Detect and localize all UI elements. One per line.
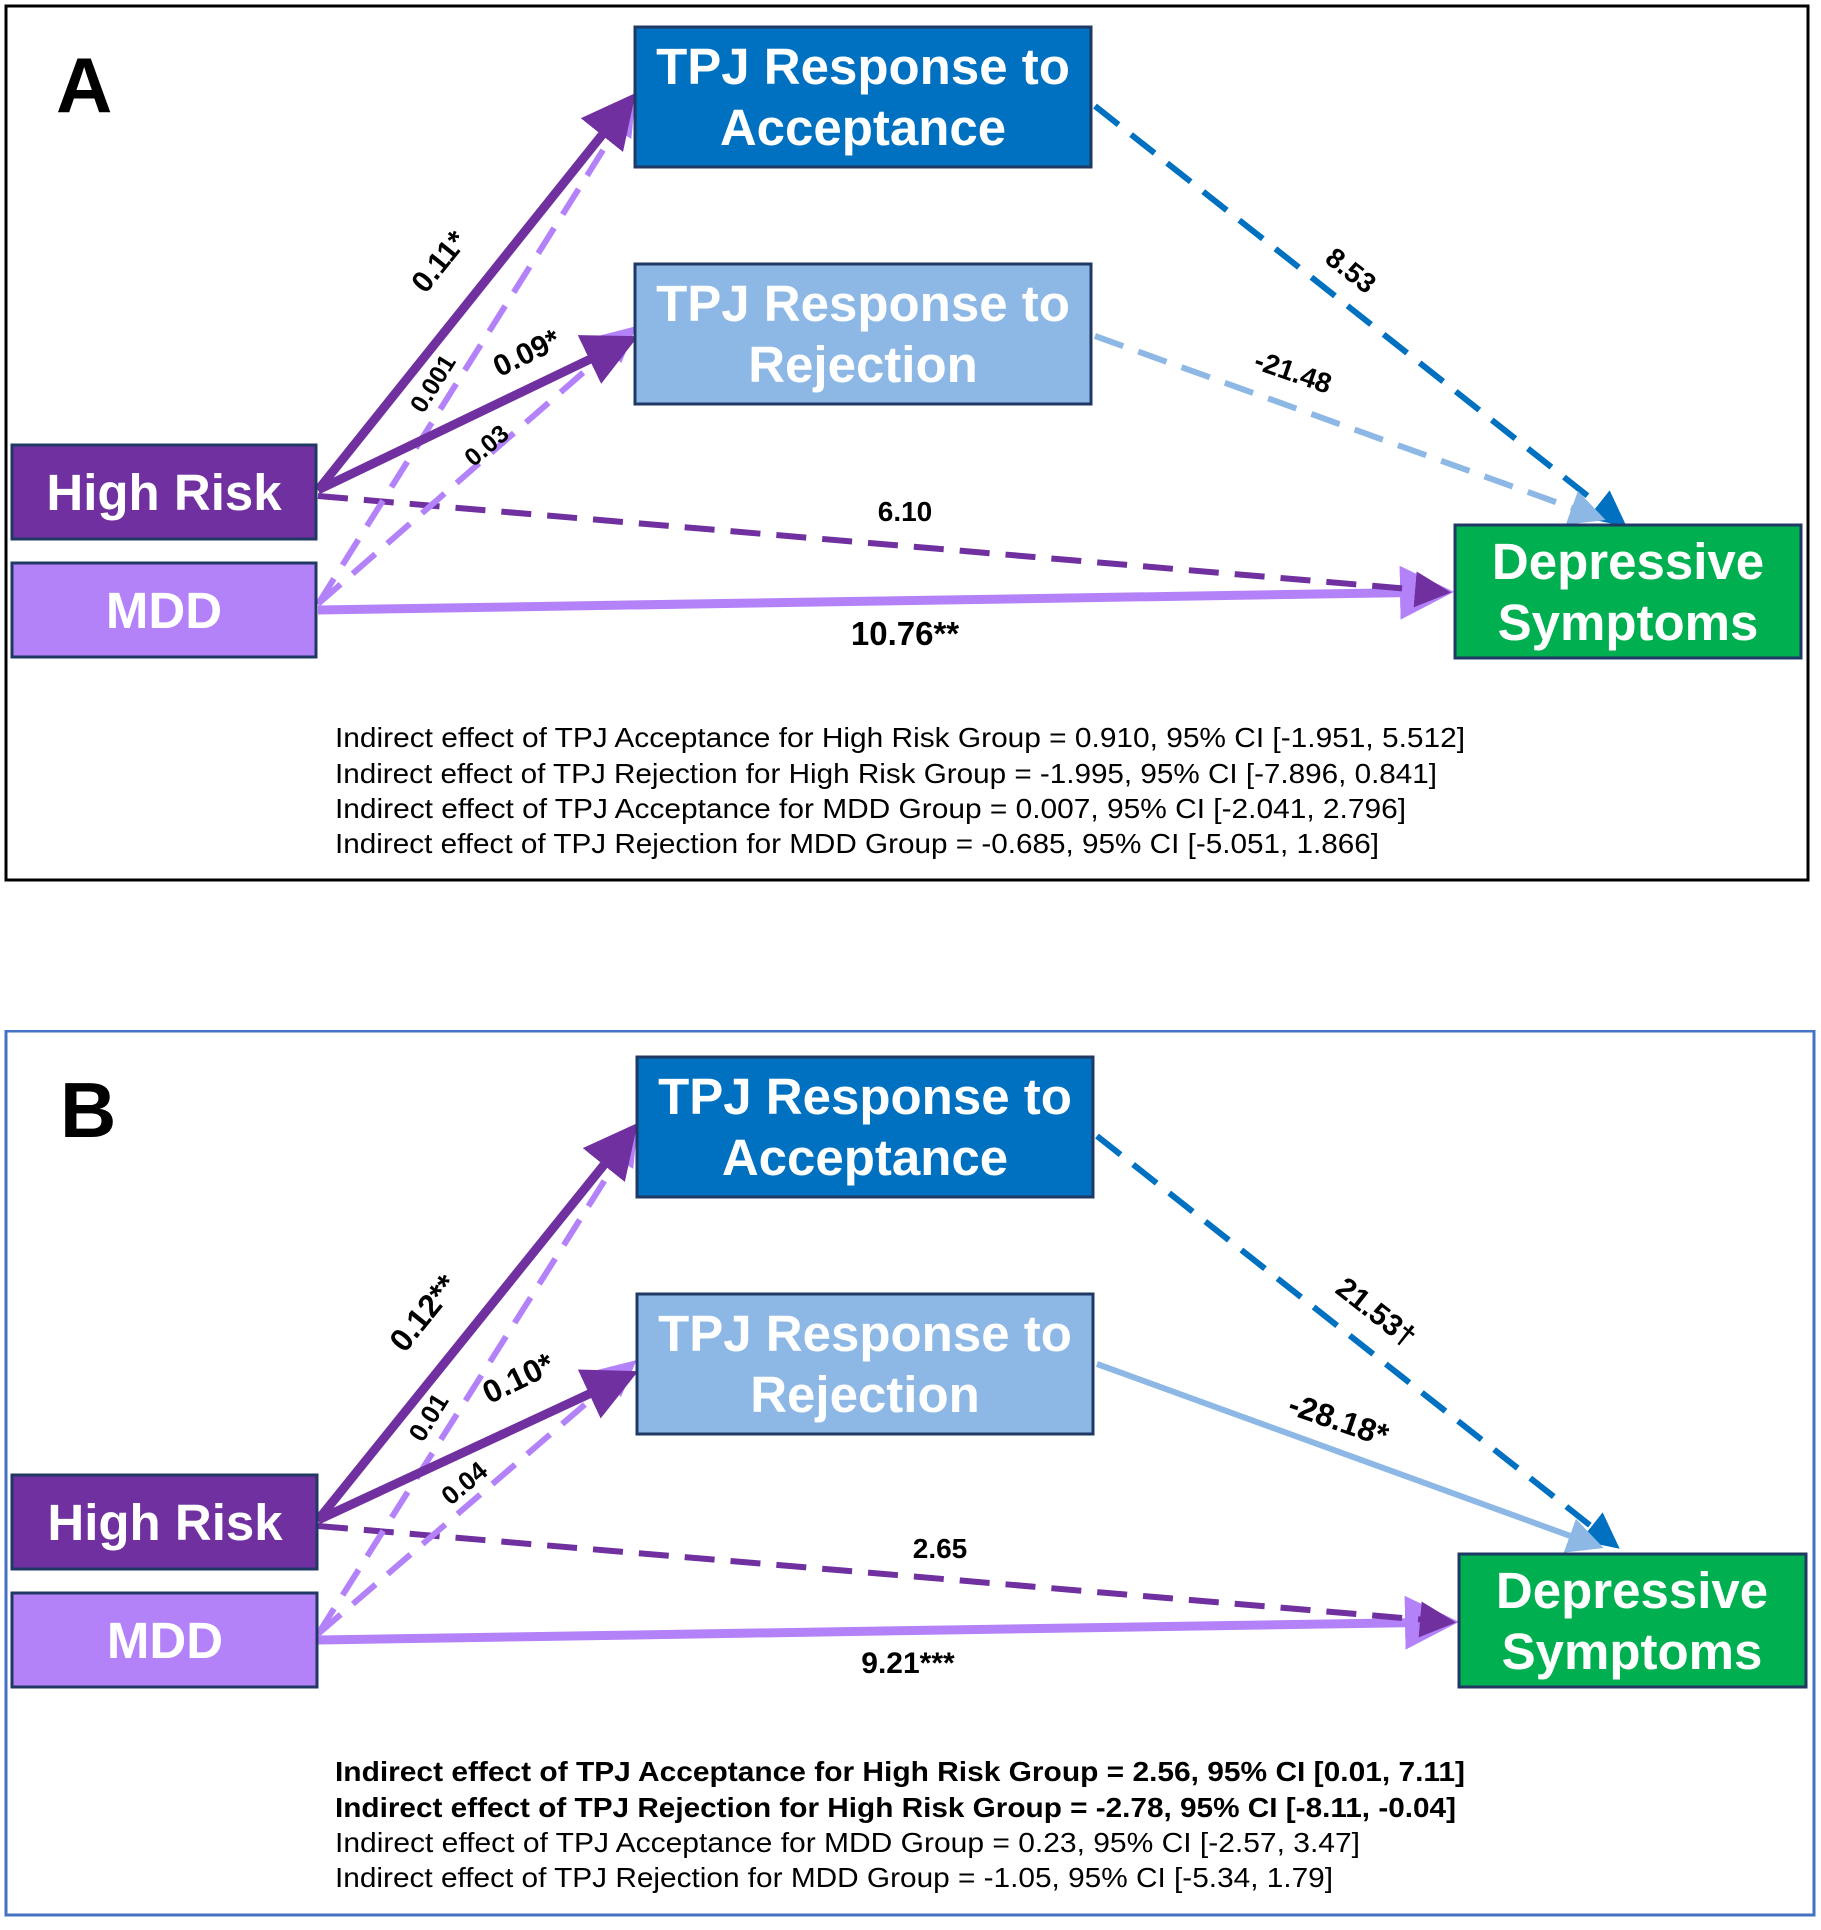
node-mdd: MDD [10, 1591, 319, 1689]
path-acceptance-to-depressive [1093, 103, 1627, 527]
label-mdd-to-depressive: 9.21*** [861, 1647, 955, 1680]
svg-text:Depressive: Depressive [1492, 533, 1764, 590]
panel-a-frame [4, 4, 1810, 882]
label-highrisk-to-depressive: 6.10 [878, 496, 933, 527]
svg-text:Acceptance: Acceptance [722, 1129, 1008, 1186]
svg-text:MDD: MDD [106, 582, 222, 639]
label-rejection-to-depressive: -28.18* [1284, 1386, 1394, 1454]
svg-text:Rejection: Rejection [750, 1366, 980, 1423]
panel-letter: B [60, 1066, 116, 1154]
svg-text:TPJ Response to: TPJ Response to [656, 38, 1070, 95]
path-mdd-to-acceptance [315, 98, 636, 606]
indirect-effect-line: Indirect effect of TPJ Acceptance for Hi… [335, 722, 1465, 753]
svg-text:TPJ Response to: TPJ Response to [658, 1305, 1072, 1362]
node-tpj-acceptance: TPJ Response to Acceptance [635, 1055, 1095, 1199]
path-highrisk-to-depressive [317, 493, 1451, 608]
label-mdd-to-rejection: 0.03 [459, 420, 514, 473]
path-mdd-to-depressive [317, 565, 1454, 620]
label-highrisk-to-acceptance: 0.12** [382, 1267, 465, 1358]
panel-b: 0.12** 0.01 0.10* 0.04 21.53† -28.18* 2.… [0, 1030, 1821, 1930]
svg-text:Rejection: Rejection [748, 336, 978, 393]
indirect-effect-line: Indirect effect of TPJ Acceptance for Hi… [335, 1756, 1465, 1787]
panel-a: 0.11* 0.001 0.09* 0.03 8.53 -21.48 6.10 … [0, 0, 1821, 900]
panel-letter: A [56, 41, 112, 129]
path-mdd-to-depressive [317, 1595, 1459, 1650]
svg-text:Acceptance: Acceptance [720, 99, 1006, 156]
indirect-effect-line: Indirect effect of TPJ Rejection for Hig… [335, 758, 1437, 789]
label-highrisk-to-acceptance: 0.11* [405, 225, 474, 299]
indirect-effect-line: Indirect effect of TPJ Rejection for MDD… [335, 1862, 1333, 1893]
node-mdd: MDD [10, 561, 318, 659]
path-highrisk-to-acceptance [314, 1122, 638, 1523]
svg-text:TPJ Response to: TPJ Response to [656, 275, 1070, 332]
label-mdd-to-depressive: 10.76** [851, 615, 959, 652]
svg-text:Depressive: Depressive [1496, 1562, 1768, 1619]
path-rejection-to-depressive [1095, 1361, 1604, 1553]
panel-a-diagram: 0.11* 0.001 0.09* 0.03 8.53 -21.48 6.10 … [4, 4, 1810, 882]
path-highrisk-to-rejection [316, 1369, 639, 1525]
path-highrisk-to-acceptance [314, 92, 636, 493]
path-mdd-to-acceptance [315, 1128, 638, 1636]
svg-text:Symptoms: Symptoms [1498, 594, 1759, 651]
label-rejection-to-depressive: -21.48 [1251, 344, 1336, 399]
svg-text:High Risk: High Risk [47, 1494, 283, 1551]
label-mdd-to-acceptance: 0.01 [402, 1388, 454, 1447]
svg-text:High Risk: High Risk [46, 464, 282, 521]
panel-b-diagram: 0.12** 0.01 0.10* 0.04 21.53† -28.18* 2.… [4, 1030, 1816, 1917]
node-tpj-acceptance: TPJ Response to Acceptance [633, 25, 1093, 169]
node-high-risk: High Risk [10, 1473, 319, 1571]
svg-text:TPJ Response to: TPJ Response to [658, 1068, 1072, 1125]
label-acceptance-to-depressive: 21.53† [1330, 1271, 1423, 1354]
indirect-effect-line: Indirect effect of TPJ Rejection for Hig… [335, 1792, 1456, 1823]
label-highrisk-to-depressive: 2.65 [913, 1533, 968, 1564]
path-acceptance-to-depressive [1095, 1133, 1620, 1549]
node-tpj-rejection: TPJ Response to Rejection [633, 262, 1093, 406]
node-high-risk: High Risk [10, 443, 318, 541]
path-highrisk-to-depressive [317, 1523, 1456, 1638]
svg-text:MDD: MDD [107, 1612, 223, 1669]
node-tpj-rejection: TPJ Response to Rejection [635, 1292, 1095, 1436]
path-highrisk-to-rejection [316, 335, 639, 495]
label-highrisk-to-rejection: 0.10* [477, 1345, 560, 1410]
path-rejection-to-depressive [1093, 333, 1606, 525]
indirect-effect-line: Indirect effect of TPJ Acceptance for MD… [335, 1827, 1360, 1858]
node-depressive-symptoms: Depressive Symptoms [1453, 523, 1803, 660]
panel-b-frame [4, 1030, 1816, 1917]
indirect-effect-line: Indirect effect of TPJ Rejection for MDD… [335, 828, 1379, 859]
node-depressive-symptoms: Depressive Symptoms [1457, 1552, 1808, 1689]
indirect-effect-line: Indirect effect of TPJ Acceptance for MD… [335, 793, 1406, 824]
svg-text:Symptoms: Symptoms [1502, 1623, 1763, 1680]
